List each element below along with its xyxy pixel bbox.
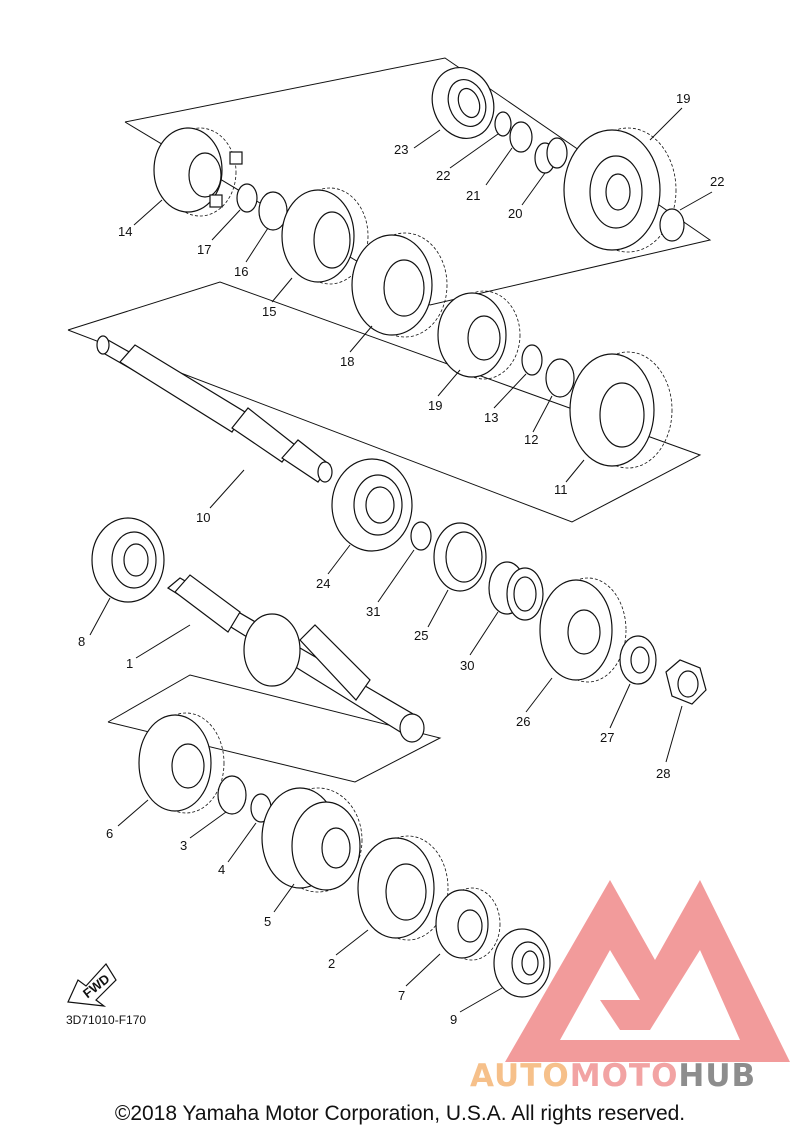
part-26-oil-seal [433,522,487,592]
callout-11: 11 [554,482,568,497]
part-18-gear [351,232,448,338]
leader-lines [89,107,713,1013]
part-8-bearing [91,517,165,603]
watermark-brand-part2: MOTO [569,1058,679,1094]
part-17-circlip [236,183,258,213]
callout-8: 8 [78,634,85,649]
part-30-collar [488,561,544,621]
callout-14: 14 [118,224,132,239]
part-22-washer-right [659,208,685,242]
part-31-o-ring [410,521,432,551]
callout-6: 6 [106,826,113,841]
callout-16: 16 [234,264,248,279]
part-24-bearing [431,67,495,139]
callout-1: 1 [126,656,133,671]
part-11-gear [569,351,673,469]
callout-4: 4 [218,862,225,877]
callout-31: 31 [366,604,380,619]
callout-9: 9 [450,1012,457,1027]
part-10-main-shaft [96,335,333,483]
callout-15: 15 [262,304,276,319]
watermark-logo [505,880,790,1062]
callout-28: 27 [600,730,614,745]
callout-22-right: 22 [710,174,724,189]
callout-22: 21 [466,188,480,203]
part-28-lock-washer [619,635,657,685]
part-7-gear [435,887,501,961]
part-5-gear [261,787,363,893]
callout-numbers: 23 22 21 20 19 22 14 17 16 15 18 19 13 1… [78,91,724,1027]
callout-30: 30 [460,658,474,673]
callout-19: 19 [428,398,442,413]
part-23-circlip [494,111,512,137]
part-14-gear [153,127,243,217]
callout-26: 25 [414,628,428,643]
part-9-bearing [493,928,551,998]
callout-13: 13 [484,410,498,425]
part-13-circlip [521,344,543,376]
callout-12: 12 [524,432,538,447]
callout-25: 24 [316,576,330,591]
callout-21: 20 [508,206,522,221]
lower-gear-group-outline [107,674,442,783]
part-19-gear [437,290,521,380]
part-2-gear [357,835,449,941]
callout-17: 17 [197,242,211,257]
part-27-drive-sprocket [539,577,627,683]
part-12-washer [545,358,575,398]
part-16-washer [258,191,288,231]
part-15-gear [281,187,369,285]
part-6-gear [138,712,225,814]
callout-7: 7 [398,988,405,1003]
diagram-code: 3D71010-F170 [66,1013,147,1027]
part-20-gear [563,127,677,253]
callout-18: 18 [340,354,354,369]
watermark-brand-part3: HUB [678,1058,757,1094]
callout-3: 3 [180,838,187,853]
part-25-bearing [331,458,413,552]
callout-10: 10 [196,510,210,525]
part-3-washer [217,775,247,815]
callout-2: 2 [328,956,335,971]
watermark-brand-text: AUTOMOTOHUB [470,1058,756,1094]
part-29-nut [665,659,707,705]
part-21-bushing [534,137,568,174]
part-1-drive-axle [166,574,425,743]
part-22-washer [509,121,533,153]
callout-23: 22 [436,168,450,183]
callout-27: 26 [516,714,530,729]
callout-5: 5 [264,914,271,929]
main-shaft-group-outline [67,281,702,523]
watermark-brand-part1: AUTO [470,1058,570,1094]
fwd-arrow-icon: FWD [67,963,117,1007]
copyright-notice: ©2018 Yamaha Motor Corporation, U.S.A. A… [114,1102,686,1125]
callout-24: 23 [394,142,408,157]
callout-20: 19 [676,91,690,106]
callout-29: 28 [656,766,670,781]
